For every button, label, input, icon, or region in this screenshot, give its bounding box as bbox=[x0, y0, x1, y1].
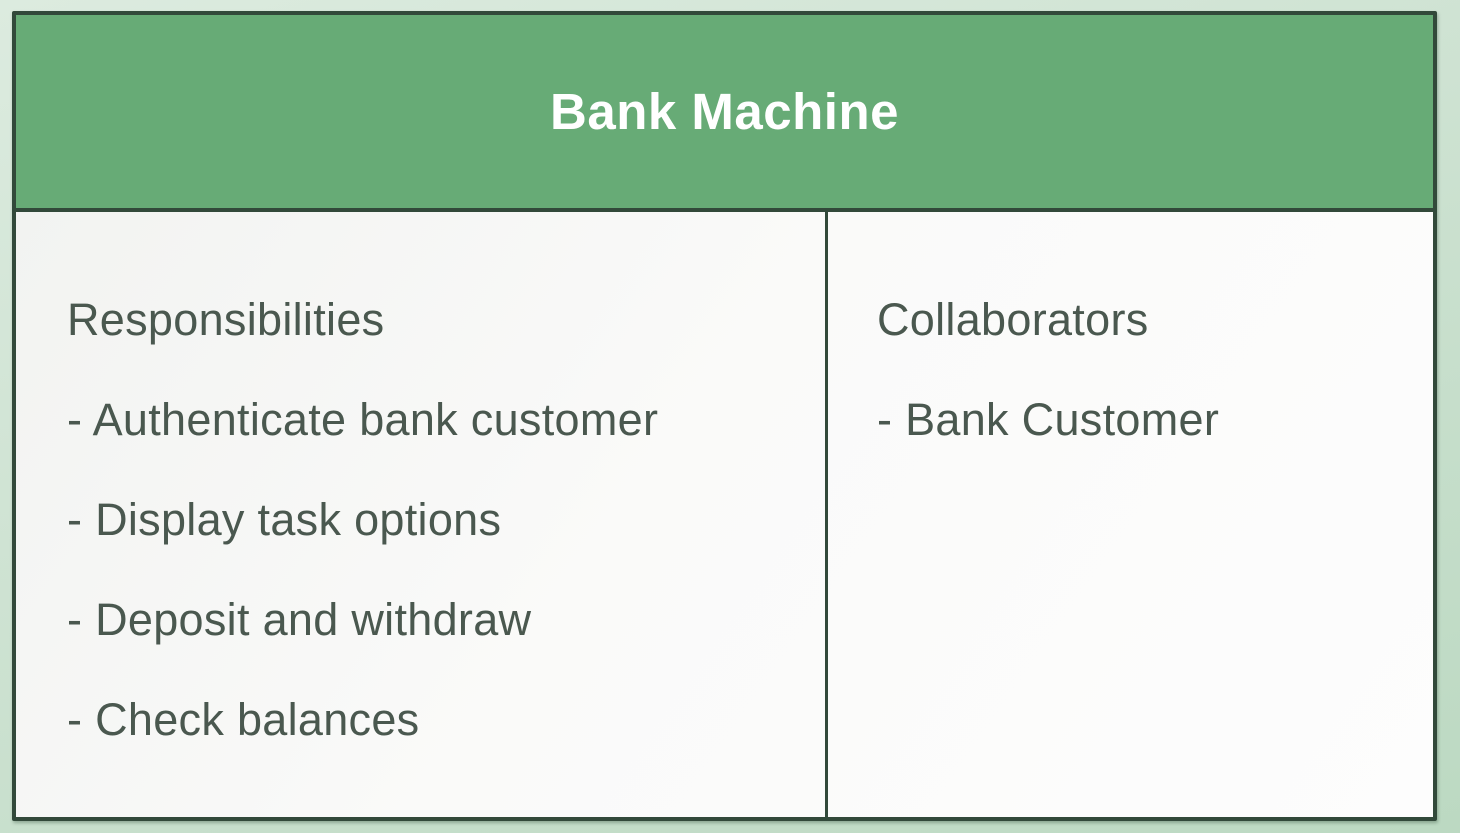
responsibilities-column: Responsibilities - Authenticate bank cus… bbox=[16, 212, 825, 817]
responsibilities-heading: Responsibilities bbox=[67, 294, 385, 345]
responsibility-item: - Display task options bbox=[67, 494, 502, 545]
card-header: Bank Machine bbox=[16, 15, 1433, 212]
card-body: Responsibilities - Authenticate bank cus… bbox=[16, 212, 1433, 817]
collaborator-item: - Bank Customer bbox=[877, 394, 1220, 445]
responsibility-item: - Check balances bbox=[67, 694, 420, 745]
responsibility-item: - Deposit and withdraw bbox=[67, 594, 532, 645]
crc-card: Bank Machine Responsibilities - Authenti… bbox=[12, 11, 1437, 821]
collaborators-column: Collaborators - Bank Customer bbox=[828, 212, 1433, 817]
card-title: Bank Machine bbox=[550, 83, 899, 140]
collaborators-heading: Collaborators bbox=[877, 294, 1149, 345]
responsibility-item: - Authenticate bank customer bbox=[67, 394, 659, 445]
column-divider bbox=[825, 212, 828, 817]
